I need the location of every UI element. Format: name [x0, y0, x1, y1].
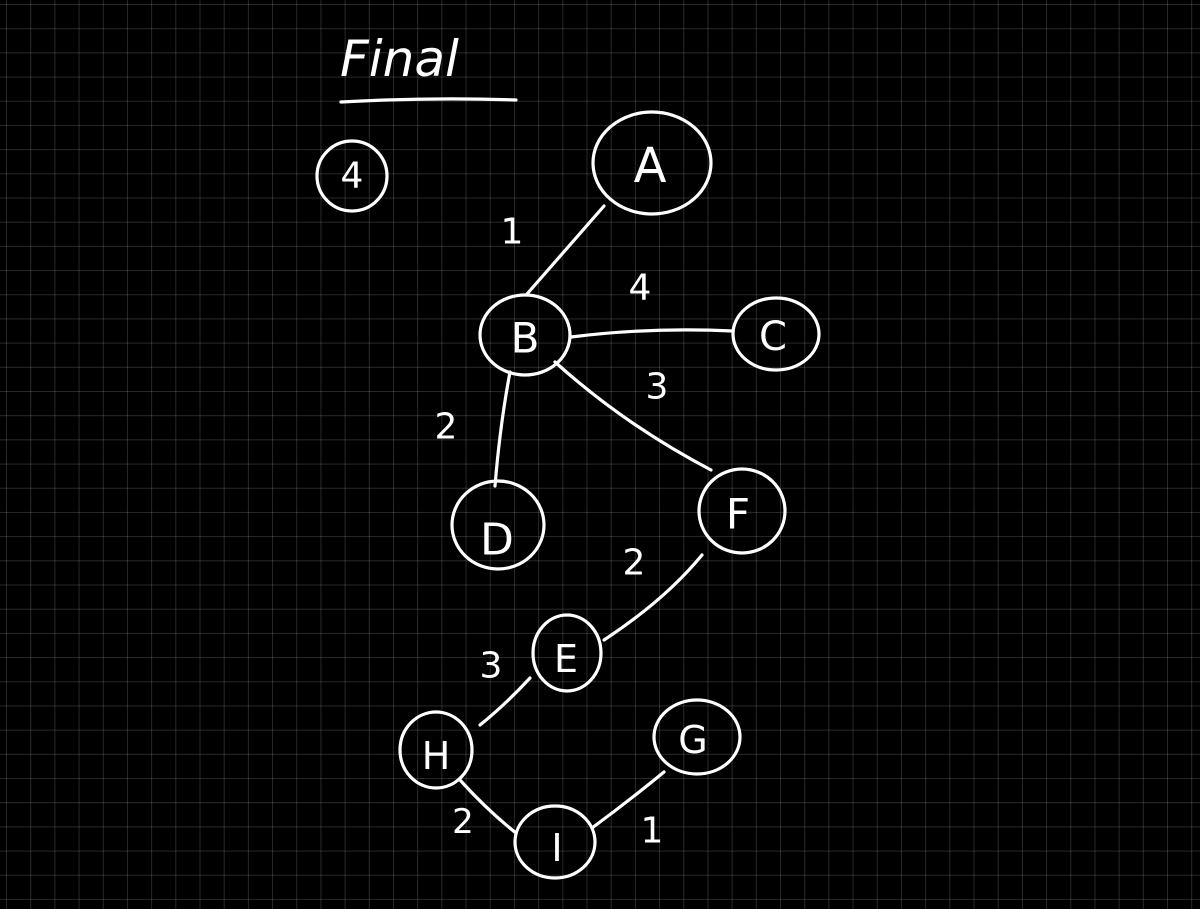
node-g-circle [652, 698, 742, 776]
weight-e-h: 3 [480, 646, 503, 687]
total-circle [315, 139, 389, 213]
node-g-label: G [678, 718, 707, 762]
node-d: D [450, 479, 546, 571]
node-f-label: F [726, 490, 750, 539]
node-d-label: D [480, 515, 514, 566]
node-e-label: E [554, 637, 578, 681]
node-b-circle [478, 293, 572, 377]
node-i-circle [513, 804, 597, 880]
node-i-label: I [551, 826, 562, 870]
edge-a-b [525, 204, 606, 296]
total-value: 4 [341, 156, 364, 197]
weight-i-g: 1 [641, 811, 664, 852]
weight-b-f: 3 [646, 367, 669, 408]
node-e: E [531, 613, 603, 693]
node-h-circle [398, 710, 474, 790]
edge-h-i [458, 778, 518, 835]
edge-i-g [590, 770, 666, 830]
weight-f-e: 2 [623, 543, 646, 584]
node-h-label: H [422, 734, 451, 778]
edge-b-d [493, 370, 512, 488]
title-text: Final [340, 30, 459, 88]
node-b-label: B [511, 314, 540, 363]
node-f: F [697, 467, 787, 555]
node-h: H [398, 710, 474, 790]
edge-f-e [602, 553, 704, 642]
weight-a-b: 1 [501, 212, 524, 253]
node-i: I [513, 804, 597, 880]
weight-h-i: 2 [452, 802, 474, 842]
weight-b-d: 2 [435, 407, 458, 448]
node-a-label: A [634, 138, 667, 194]
node-c-label: C [759, 314, 787, 360]
weight-b-c: 4 [629, 268, 652, 309]
node-c-circle [731, 296, 821, 372]
title-underline [339, 97, 518, 104]
node-a-circle [591, 110, 713, 216]
edge-b-c [569, 328, 735, 339]
node-d-circle [450, 479, 546, 571]
node-b: B [478, 293, 572, 377]
edge-weights: 1 4 2 3 2 3 2 1 [435, 212, 669, 852]
node-g: G [652, 698, 742, 776]
edges-layer [458, 204, 735, 835]
node-f-circle [697, 467, 787, 555]
nodes-layer: A B C D F E H [398, 110, 821, 880]
edge-b-f [553, 360, 713, 472]
edge-e-h [478, 676, 532, 727]
total-badge: 4 [315, 139, 389, 213]
node-c: C [731, 296, 821, 372]
node-e-circle [531, 613, 603, 693]
node-a: A [591, 110, 713, 216]
